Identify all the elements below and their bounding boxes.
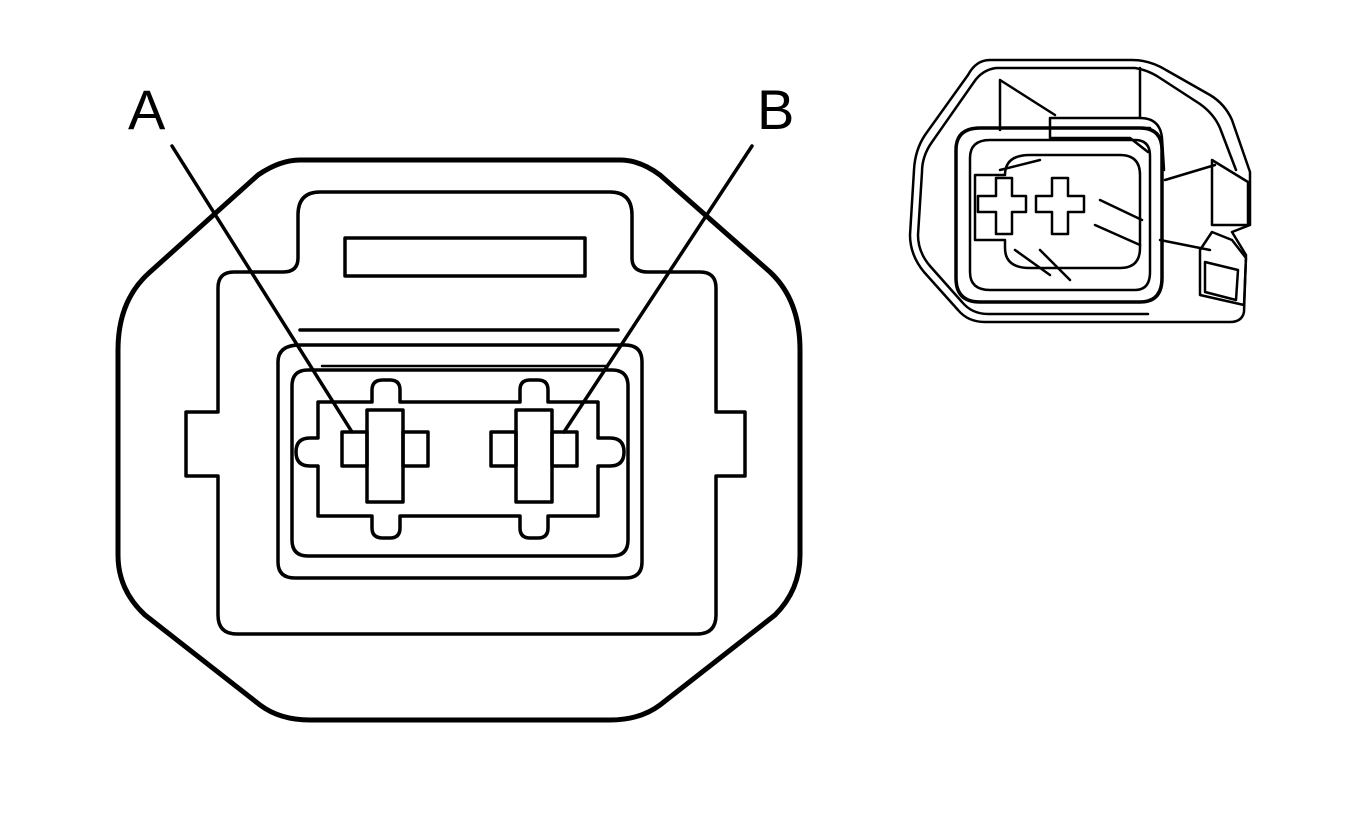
perspective-outer-shell bbox=[908, 58, 1252, 324]
label-a: A bbox=[128, 78, 166, 141]
perspective-cavity-lines bbox=[998, 158, 1144, 282]
perspective-housing-contour bbox=[916, 66, 1238, 316]
perspective-body-lines bbox=[998, 66, 1217, 252]
terminal-a bbox=[340, 408, 430, 504]
terminal-cavity-inner bbox=[290, 368, 630, 558]
terminal-b bbox=[489, 408, 579, 504]
perspective-face-inner bbox=[968, 138, 1152, 292]
connector-inner-body bbox=[184, 190, 747, 636]
connector-outer-housing bbox=[115, 157, 803, 723]
perspective-side-latch bbox=[1198, 158, 1250, 307]
terminal-cavity-outer bbox=[276, 343, 644, 580]
connector-face-view: A B bbox=[115, 78, 803, 723]
label-b: B bbox=[757, 78, 794, 141]
perspective-terminal-a bbox=[976, 176, 1028, 236]
latch-slot bbox=[343, 236, 587, 278]
leader-line-b bbox=[562, 144, 754, 434]
leader-line-a bbox=[170, 144, 354, 434]
perspective-terminal-b bbox=[1034, 176, 1086, 236]
perspective-face-panel bbox=[954, 126, 1164, 304]
connector-perspective-view bbox=[908, 58, 1252, 324]
terminal-seat bbox=[294, 378, 626, 540]
